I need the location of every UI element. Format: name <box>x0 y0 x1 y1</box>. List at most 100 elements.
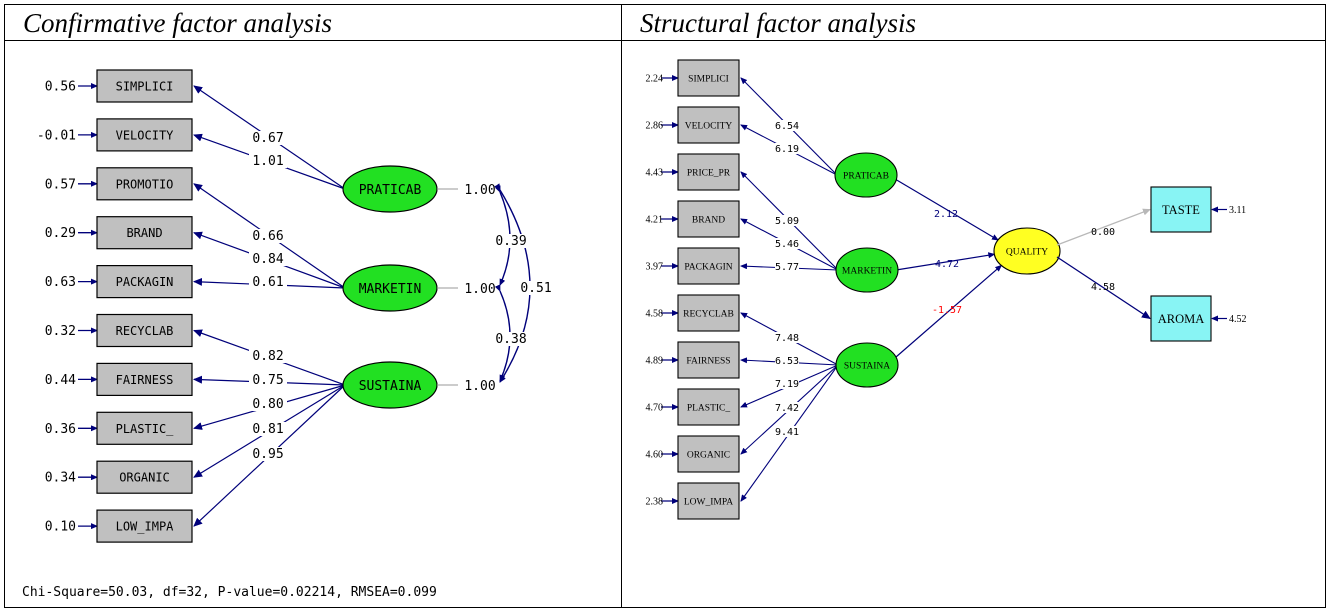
r-path-quality-taste <box>1056 208 1151 246</box>
covariance-label-bg-0 <box>492 234 530 248</box>
indicator-box-simplici <box>96 69 193 103</box>
r-indicator-box-recyclab <box>677 294 740 332</box>
covariance-value-marketin-sustaina: 0.38 <box>495 332 526 347</box>
indicator-label-simplici: SIMPLICI <box>116 80 174 94</box>
error-value-organic: 0.34 <box>45 471 76 486</box>
left-panel-title: Confirmative factor analysis <box>5 5 622 41</box>
loading-value-brand: 0.84 <box>252 252 283 267</box>
indicator-box-fairness <box>96 362 193 396</box>
loading-value-packagin: 0.61 <box>252 275 283 290</box>
loading-value-velocity: 1.01 <box>252 154 283 169</box>
r-loading-bg-recyclab <box>775 332 799 343</box>
error-value-plastic: 0.36 <box>45 422 76 437</box>
r-indicator-box-organic <box>677 435 740 473</box>
r-path-quality-aroma <box>1056 256 1151 320</box>
r-loading-bg-packagin <box>775 261 799 272</box>
factor-label-sustaina: SUSTAINA <box>359 379 422 394</box>
r-outcome-error-aroma: 4.52 <box>1229 314 1247 325</box>
r-indicator-box-price-pr <box>677 153 740 191</box>
r-loading-value-recyclab: 7.48 <box>775 333 799 344</box>
r-structural-arrow-praticab <box>894 178 999 241</box>
indicator-label-packagin: PACKAGIN <box>116 275 174 289</box>
indicator-box-plastic <box>96 411 193 445</box>
r-structural-value-praticab: 2.12 <box>934 209 958 220</box>
r-indicator-box-simplici <box>677 59 740 97</box>
error-value-recyclab: 0.32 <box>45 324 76 339</box>
r-loading-value-price-pr: 5.09 <box>775 216 799 227</box>
error-value-brand: 0.29 <box>45 226 76 241</box>
error-value-fairness: 0.44 <box>45 373 76 388</box>
loading-label-bg-fairness <box>249 373 287 387</box>
factor-label-marketin: MARKETIN <box>359 282 422 297</box>
indicator-box-organic <box>96 460 193 494</box>
indicator-box-packagin <box>96 265 193 299</box>
r-error-value-fairness: 4.89 <box>646 356 664 367</box>
loading-label-bg-velocity <box>249 154 287 168</box>
r-loading-value-brand: 5.46 <box>775 239 799 250</box>
indicator-label-promotio: PROMOTIO <box>116 177 174 191</box>
r-loading-value-organic: 7.42 <box>775 403 799 414</box>
loading-label-bg-recyclab <box>249 349 287 363</box>
r-loading-value-plastic: 7.19 <box>775 379 799 390</box>
r-structural-arrow-marketin <box>895 252 996 271</box>
indicator-box-recyclab <box>96 313 193 348</box>
error-value-velocity: -0.01 <box>37 128 76 143</box>
error-value-packagin: 0.63 <box>45 275 76 290</box>
loading-label-bg-promotio <box>249 229 287 243</box>
loading-value-simplici: 0.67 <box>252 131 283 146</box>
loading-label-bg-low-impa <box>249 447 287 461</box>
panel-divider <box>621 40 622 608</box>
r-indicator-label-velocity: VELOCITY <box>685 122 733 132</box>
r-path-value-aroma: 4.58 <box>1091 282 1115 293</box>
r-loading-bg-price-pr <box>775 215 799 226</box>
r-indicator-label-fairness: FAIRNESS <box>686 357 730 367</box>
r-quality-factor <box>993 227 1061 275</box>
indicator-label-low-impa: LOW_IMPA <box>116 520 175 534</box>
r-structural-arrow-sustaina <box>895 264 1003 358</box>
variance-value-sustaina: 1.00 <box>464 379 495 394</box>
factor-label-praticab: PRATICAB <box>359 183 422 198</box>
r-loading-bg-fairness <box>775 355 799 366</box>
r-error-value-simplici: 2.24 <box>646 74 664 85</box>
r-indicator-box-velocity <box>677 106 740 144</box>
loading-label-bg-packagin <box>249 275 287 289</box>
loading-label-bg-organic <box>249 422 287 436</box>
r-indicator-box-fairness <box>677 341 740 379</box>
indicator-label-plastic: PLASTIC_ <box>116 422 175 436</box>
r-loading-bg-plastic <box>775 378 799 389</box>
r-factor-label-marketin: MARKETIN <box>842 267 892 277</box>
r-error-value-packagin: 3.97 <box>646 262 664 273</box>
loading-value-organic: 0.81 <box>252 422 283 437</box>
r-error-value-price-pr: 4.43 <box>646 168 664 179</box>
r-error-value-brand: 4.21 <box>646 215 664 226</box>
r-loading-value-low-impa: 9.41 <box>775 427 799 438</box>
r-factor-praticab <box>834 152 898 198</box>
indicator-label-brand: BRAND <box>126 226 162 240</box>
r-error-value-low-impa: 2.38 <box>646 497 664 508</box>
r-indicator-label-simplici: SIMPLICI <box>688 75 729 85</box>
loading-label-bg-plastic <box>249 397 287 411</box>
r-indicator-box-low-impa <box>677 482 740 520</box>
r-factor-marketin <box>835 247 899 293</box>
r-outcome-label-taste: TASTE <box>1162 203 1200 217</box>
loading-label-bg-brand <box>249 252 287 266</box>
r-outcome-box-aroma <box>1150 295 1212 342</box>
covariance-label-bg-1 <box>517 281 555 295</box>
r-loading-bg-simplici <box>775 120 799 131</box>
loading-value-plastic: 0.80 <box>252 397 283 412</box>
r-indicator-label-brand: BRAND <box>692 216 725 226</box>
r-loading-value-packagin: 5.77 <box>775 262 799 273</box>
r-loading-bg-low-impa <box>775 426 799 437</box>
covariance-value-praticab-sustaina: 0.51 <box>520 281 551 296</box>
r-indicator-label-recyclab: RECYCLAB <box>683 310 734 320</box>
fit-statistics: Chi-Square=50.03, df=32, P-value=0.02214… <box>22 585 437 600</box>
r-loading-bg-velocity <box>775 143 799 154</box>
r-loading-value-simplici: 6.54 <box>775 121 799 132</box>
r-loading-bg-brand <box>775 238 799 249</box>
indicator-label-velocity: VELOCITY <box>116 128 175 142</box>
r-error-value-plastic: 4.70 <box>646 403 664 414</box>
covariance-label-bg-2 <box>492 332 530 346</box>
loading-value-promotio: 0.66 <box>252 229 283 244</box>
